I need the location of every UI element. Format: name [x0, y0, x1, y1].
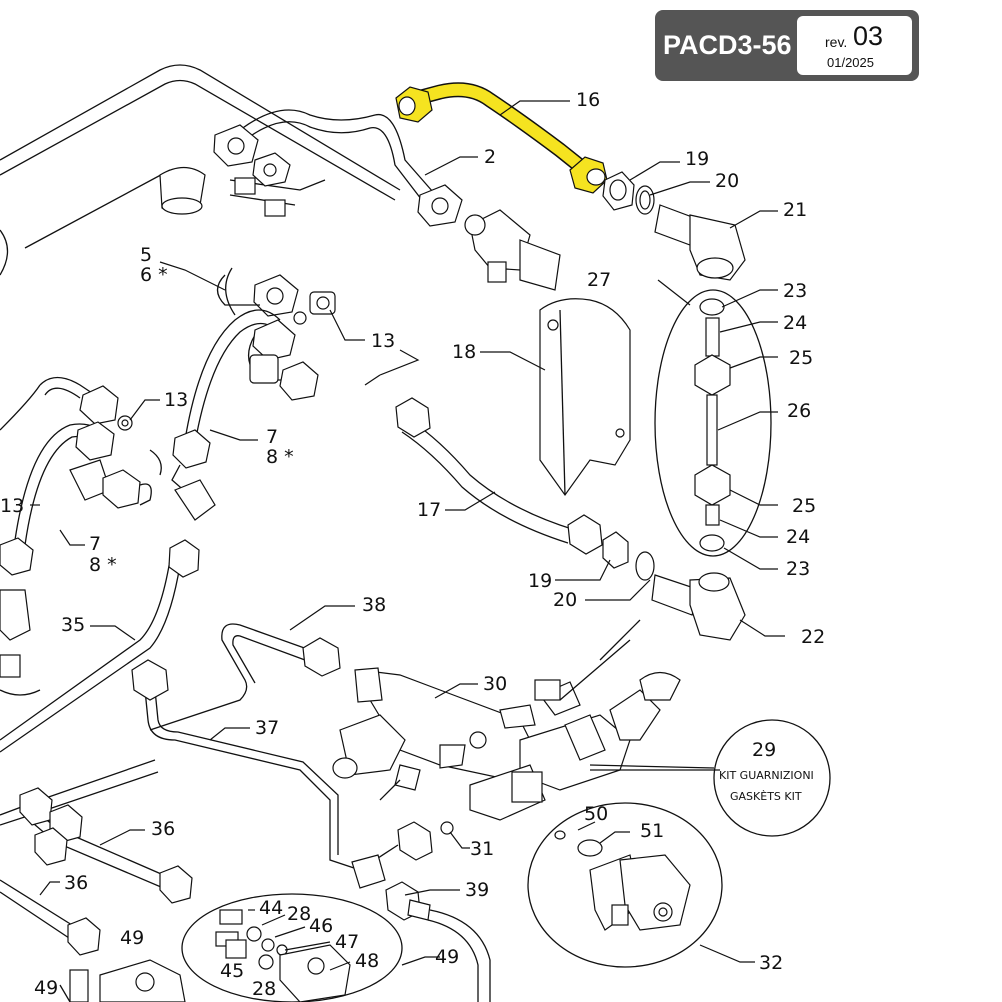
callout-51: 51	[640, 820, 664, 842]
revision-prefix: rev.	[825, 34, 848, 50]
callout-49-corner: 49	[34, 977, 58, 999]
callout-30: 30	[483, 673, 507, 695]
callout-19-top: 19	[685, 148, 709, 170]
part-27-oval-group	[654, 289, 772, 557]
callout-5: 5	[140, 244, 152, 266]
callout-2: 2	[484, 146, 496, 168]
callout-6: 6 *	[140, 264, 168, 286]
callout-8-left: 8 *	[89, 554, 117, 576]
part-2-pipe	[239, 109, 463, 227]
callout-7-center: 7	[266, 426, 278, 448]
part-30-manifold	[332, 619, 720, 821]
part-16-highlighted-pipe	[395, 82, 608, 194]
callout-36-left: 36	[64, 872, 88, 894]
frame-outline	[0, 64, 401, 276]
callout-39: 39	[465, 879, 489, 901]
callout-38: 38	[362, 594, 386, 616]
callout-17: 17	[417, 499, 441, 521]
callout-13-center: 13	[371, 330, 395, 352]
callout-23-top: 23	[783, 280, 807, 302]
callout-8-center: 8 *	[266, 446, 294, 468]
revision-box: rev. 03 01/2025	[797, 16, 912, 75]
break-marks	[364, 349, 420, 386]
callout-20-top: 20	[715, 170, 739, 192]
document-code: PACD3-56	[663, 30, 792, 60]
callout-19-bottom: 19	[528, 570, 552, 592]
callout-labels: 16 2 19 20 21 5 6 * 27 23 24 13 18 25 13…	[0, 89, 825, 1000]
part-17-pipe	[395, 397, 746, 641]
revision-date: 01/2025	[827, 55, 874, 70]
callout-31: 31	[470, 838, 494, 860]
leader-lines	[30, 100, 785, 971]
revision-number: 03	[853, 21, 884, 51]
callout-28-top: 28	[287, 903, 311, 925]
callout-23-bottom: 23	[786, 558, 810, 580]
callout-32: 32	[759, 952, 783, 974]
callout-20-bottom: 20	[553, 589, 577, 611]
pipe-38	[149, 623, 341, 731]
callout-16: 16	[576, 89, 600, 111]
upper-fittings	[159, 124, 336, 325]
part-49-valves	[59, 959, 186, 1002]
callout-26: 26	[787, 400, 811, 422]
callout-45: 45	[220, 960, 244, 982]
part-19-20-21-group	[602, 171, 746, 281]
callout-13-left: 13	[164, 389, 188, 411]
callout-37: 37	[255, 717, 279, 739]
callout-28-bottom: 28	[252, 978, 276, 1000]
callout-46: 46	[309, 915, 333, 937]
callout-47: 47	[335, 931, 359, 953]
kit-29-line1: KIT GUARNIZIONI	[719, 769, 814, 782]
part-31-39-fittings	[351, 821, 491, 1002]
callout-25-bottom: 25	[792, 495, 816, 517]
callout-13-edge: 13	[0, 495, 24, 517]
callout-49-right: 49	[435, 946, 459, 968]
part-32-solenoid-group	[527, 802, 723, 968]
kit-29-line2: GASKÈTS KIT	[730, 790, 802, 803]
valve-fitting	[464, 209, 561, 291]
title-block: PACD3-56 rev. 03 01/2025	[655, 10, 919, 81]
callout-36-center: 36	[151, 818, 175, 840]
callout-50: 50	[584, 803, 608, 825]
kit-29-number: 29	[752, 739, 776, 761]
callout-24-top: 24	[783, 312, 807, 334]
callout-49-left: 49	[120, 927, 144, 949]
callout-24-bottom: 24	[786, 526, 810, 548]
callout-21: 21	[783, 199, 807, 221]
left-tube-assemblies	[0, 309, 319, 753]
bottom-oval-group	[181, 893, 403, 1002]
callout-44: 44	[259, 897, 283, 919]
part-36-pipes	[0, 787, 193, 956]
callout-22: 22	[801, 626, 825, 648]
callout-7-left: 7	[89, 533, 101, 555]
callout-27: 27	[587, 269, 611, 291]
callout-25-top: 25	[789, 347, 813, 369]
callout-35: 35	[61, 614, 85, 636]
callout-18: 18	[452, 341, 476, 363]
part-18-shield	[539, 298, 631, 497]
kit-29-circle	[589, 719, 831, 837]
callout-48: 48	[355, 950, 379, 972]
